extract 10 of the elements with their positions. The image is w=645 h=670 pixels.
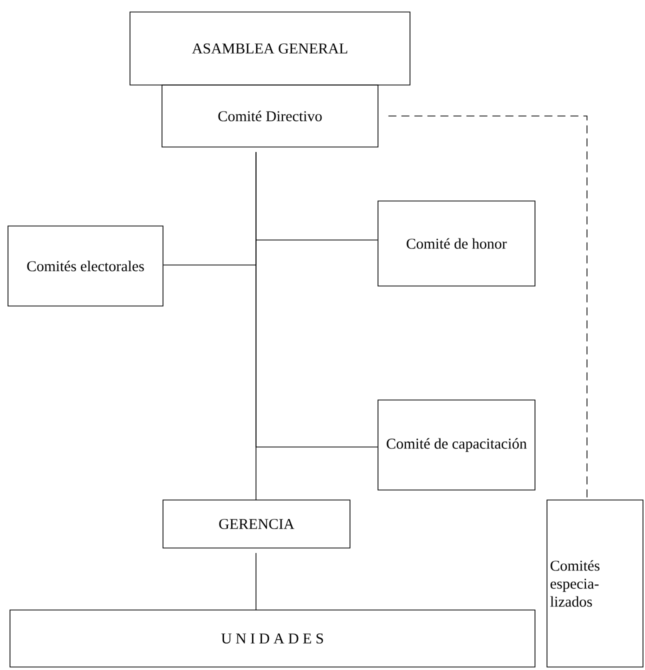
org-box: Comités electorales <box>8 226 164 306</box>
org-box: GERENCIA <box>162 500 350 548</box>
org-box: ASAMBLEA GENERAL <box>130 12 410 86</box>
org-box: U N I D A D E S <box>10 610 536 668</box>
org-box: Comité de honor <box>378 200 536 286</box>
connector-line <box>388 116 588 500</box>
org-box: Comités especia- lizados <box>546 500 644 668</box>
org-box: Comité de capacitación <box>378 400 536 490</box>
connector-line <box>256 152 378 448</box>
org-box: Comité Directivo <box>162 84 378 148</box>
